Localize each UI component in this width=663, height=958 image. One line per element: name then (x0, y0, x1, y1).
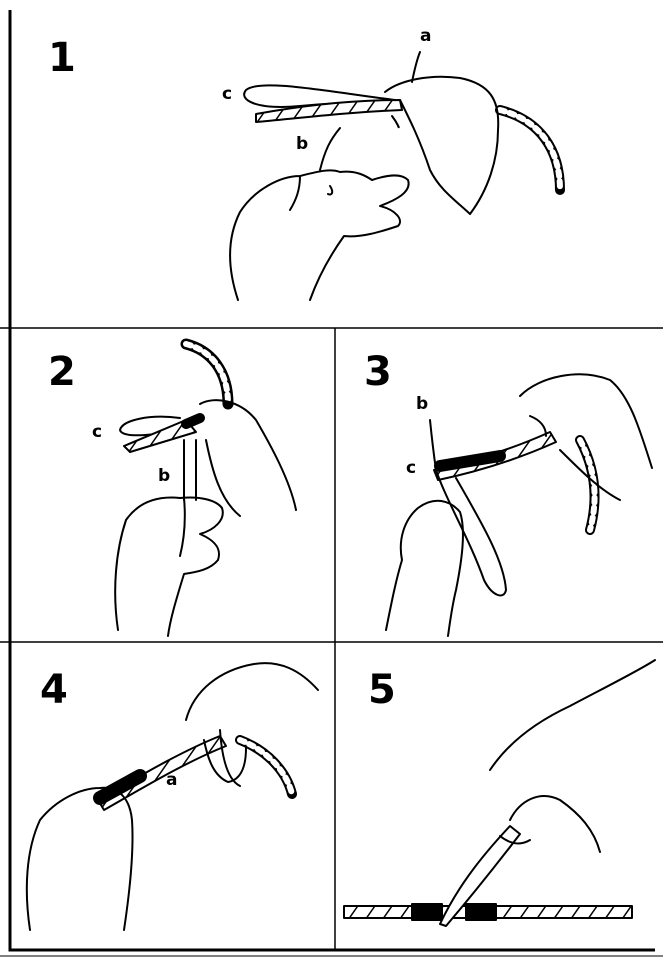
left-hand-1 (230, 170, 409, 300)
panel-4-label-a: a (166, 772, 177, 789)
left-hand-3 (386, 501, 463, 636)
panel-2-label-c: c (92, 424, 102, 441)
twine-end-b (320, 128, 340, 170)
twine-end-b (184, 440, 196, 500)
panel-1-number: 1 (48, 38, 76, 78)
left-hand-2 (115, 497, 223, 636)
panel-4-drawing (27, 663, 318, 930)
panel-1-drawing (230, 52, 560, 300)
right-hand-1 (385, 77, 498, 214)
right-hand-5 (490, 660, 655, 852)
panel-frame (0, 10, 663, 956)
panel-2-drawing (115, 344, 296, 636)
twine-loop-c (436, 470, 506, 595)
right-hand-4 (186, 663, 318, 786)
panel-1-label-c: c (222, 86, 232, 103)
panel-3-number: 3 (364, 352, 392, 392)
panel-1-label-b: b (296, 136, 308, 153)
panel-3-label-b: b (416, 396, 428, 413)
panel-2-label-b: b (158, 468, 170, 485)
panel-1-label-a: a (420, 28, 431, 45)
rope-1 (256, 100, 402, 122)
panel-4-number: 4 (40, 670, 68, 710)
rope-4 (98, 736, 226, 810)
twine-end-b (430, 420, 436, 470)
right-hand-2 (200, 400, 296, 516)
panel-2-number: 2 (48, 352, 76, 392)
left-hand-4 (27, 788, 133, 930)
panel-3-label-c: c (406, 460, 416, 477)
panel-5-number: 5 (368, 670, 396, 710)
